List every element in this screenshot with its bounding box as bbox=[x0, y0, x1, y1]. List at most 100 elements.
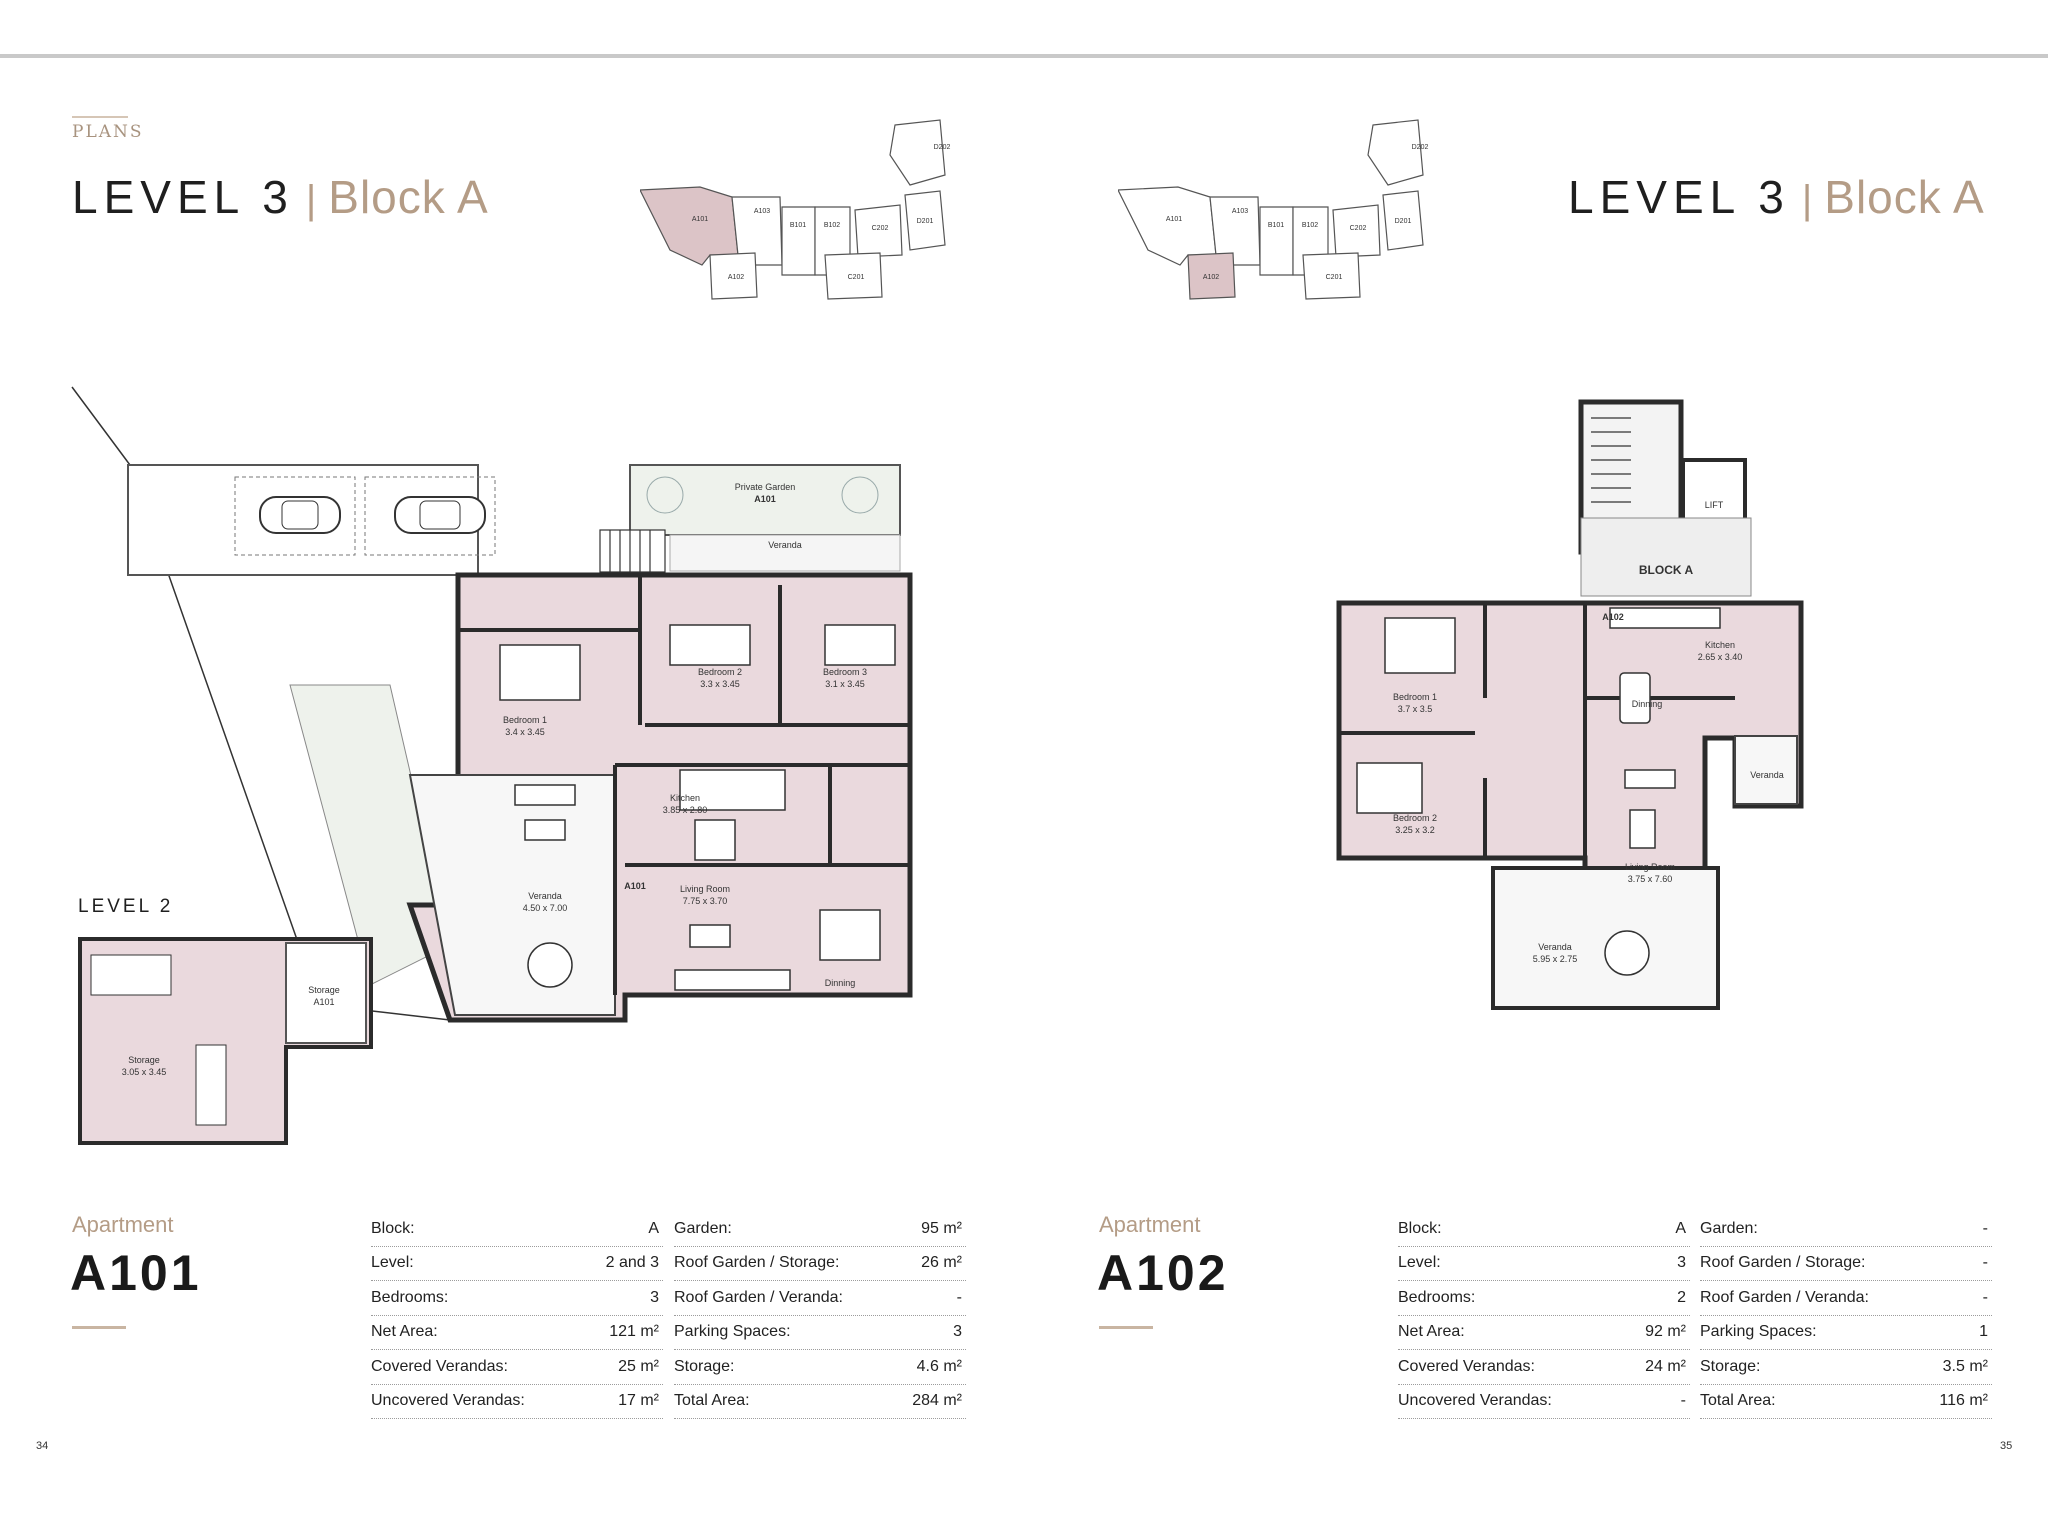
page-number: 35 bbox=[2000, 1440, 2013, 1452]
room-label: Kitchen bbox=[1705, 640, 1735, 650]
private-garden bbox=[629, 464, 901, 536]
room-dimension: 3.4 x 3.45 bbox=[505, 727, 545, 737]
spec-value: 121 m² bbox=[609, 1323, 659, 1341]
round-table-icon bbox=[527, 942, 573, 988]
spec-value: A bbox=[648, 1220, 659, 1237]
room-dimension: 3.85 x 2.80 bbox=[663, 805, 708, 815]
apartment-id: A101 bbox=[70, 1245, 202, 1301]
room-label: A101 bbox=[313, 997, 334, 1007]
room-label: A101 bbox=[754, 494, 776, 504]
interior-walls bbox=[458, 575, 910, 995]
lobby bbox=[1580, 517, 1752, 597]
spec-value: 24 m² bbox=[1645, 1357, 1686, 1375]
spec-key: Total Area: bbox=[1700, 1392, 1776, 1409]
room-dimension: 3.3 x 3.45 bbox=[700, 679, 740, 689]
spec-row: Roof Garden / Storage:26 m² bbox=[674, 1246, 966, 1282]
spec-value: 26 m² bbox=[921, 1254, 962, 1272]
sofa-icon bbox=[514, 784, 576, 806]
spec-key: Garden: bbox=[1700, 1220, 1758, 1237]
block-text: Block A bbox=[328, 171, 489, 223]
spec-row: Roof Garden / Storage: - bbox=[1700, 1246, 1992, 1282]
section-rule bbox=[72, 116, 128, 118]
bed-icon bbox=[669, 624, 751, 666]
kitchen-table bbox=[694, 819, 736, 861]
keyplan-label: C201 bbox=[1326, 274, 1343, 281]
keyplan-label: C201 bbox=[848, 274, 865, 281]
keyplan-label: D201 bbox=[1395, 218, 1412, 225]
spec-value: 2 and 3 bbox=[605, 1254, 659, 1272]
tree-icon bbox=[841, 476, 879, 514]
spec-row: Level:2 and 3 bbox=[371, 1246, 663, 1282]
spec-value: 17 m² bbox=[618, 1392, 659, 1409]
block-label: BLOCK A bbox=[1639, 563, 1694, 577]
title-separator: | bbox=[305, 178, 317, 222]
level-text: LEVEL 3 bbox=[72, 171, 294, 223]
coffee-table-icon bbox=[1629, 809, 1656, 849]
room-label: Bedroom 2 bbox=[698, 667, 742, 677]
stairs-icon bbox=[1591, 417, 1631, 503]
room-dimension: 2.65 x 3.40 bbox=[1698, 652, 1743, 662]
keyplan-label: B101 bbox=[1268, 222, 1284, 229]
spec-row: Covered Verandas: 25 m² bbox=[371, 1350, 663, 1385]
keyplan-unit-c202 bbox=[854, 204, 903, 258]
spec-row: Roof Garden / Veranda:- bbox=[674, 1281, 966, 1316]
room-label: Veranda bbox=[768, 540, 802, 550]
spec-key: Roof Garden / Storage: bbox=[1700, 1254, 1866, 1272]
title-separator: | bbox=[1801, 178, 1813, 222]
spec-row: Net Area:121 m² bbox=[371, 1315, 663, 1351]
spec-value: 1 bbox=[1979, 1323, 1988, 1341]
spec-key: Bedrooms: bbox=[1398, 1288, 1476, 1306]
floor-plan-a102: LIFT BLOCK A A102 Kitchen 2.65 x 3.40 Be… bbox=[1336, 399, 1804, 1010]
spec-row: Total Area:116 m² bbox=[1700, 1384, 1992, 1419]
room-label: Veranda bbox=[1750, 770, 1784, 780]
table-icon bbox=[524, 819, 566, 841]
tree-icon bbox=[646, 476, 684, 514]
apartment-rule bbox=[1099, 1326, 1153, 1329]
stairs-icon bbox=[90, 954, 172, 996]
room-label: LIFT bbox=[1705, 500, 1724, 510]
apartment-label: Apartment bbox=[1099, 1212, 1201, 1237]
keyplan-unit-d202 bbox=[889, 119, 946, 186]
spec-row: Garden: 95 m² bbox=[674, 1212, 966, 1247]
spec-row: Uncovered Verandas:17 m² bbox=[371, 1384, 663, 1419]
spec-key: Covered Verandas: bbox=[371, 1357, 508, 1375]
room-label: Living Room bbox=[680, 884, 730, 894]
key-plan-right: A101 A103 B101 B102 C202 D201 D202 A102 … bbox=[1118, 119, 1428, 300]
keyplan-unit-b101 bbox=[781, 206, 816, 276]
stairs-icon bbox=[599, 529, 666, 573]
spec-row: Total Area:284 m² bbox=[674, 1384, 966, 1419]
spec-value: 95 m² bbox=[921, 1220, 962, 1237]
spec-value: 25 m² bbox=[618, 1357, 659, 1375]
top-rule bbox=[0, 54, 2048, 58]
veranda-area bbox=[1491, 866, 1720, 1010]
spec-key: Parking Spaces: bbox=[674, 1323, 791, 1341]
keyplan-unit-a101 bbox=[1118, 186, 1217, 266]
bed-icon bbox=[1384, 617, 1456, 674]
spec-value: 2 bbox=[1677, 1288, 1686, 1306]
entry-tag: A101 bbox=[624, 881, 646, 891]
spec-value: - bbox=[1982, 1220, 1988, 1237]
room-label: Bedroom 1 bbox=[503, 715, 547, 725]
bed-icon bbox=[824, 624, 896, 666]
keyplan-unit-d202 bbox=[1367, 119, 1424, 186]
spec-value: 3 bbox=[650, 1288, 659, 1306]
floor-plan-a101: Private Garden A101 Veranda Bedroom 1 3.… bbox=[71, 386, 913, 1023]
spec-row: Bedrooms: 2 bbox=[1398, 1281, 1690, 1316]
spec-key: Roof Garden / Veranda: bbox=[1700, 1288, 1869, 1306]
floor-plan-level2: Storage A101 Storage 3.05 x 3.45 bbox=[78, 937, 373, 1145]
keyplan-unit-c201 bbox=[1302, 252, 1361, 300]
keyplan-label: D202 bbox=[934, 144, 951, 151]
spec-row: Block:A bbox=[1398, 1212, 1690, 1247]
spec-key: Total Area: bbox=[674, 1392, 750, 1409]
spec-row: Covered Verandas:24 m² bbox=[1398, 1350, 1690, 1385]
room-dimension: 3.25 x 3.2 bbox=[1395, 825, 1435, 835]
spec-key: Garden: bbox=[674, 1220, 732, 1237]
room-label: Kitchen bbox=[670, 793, 700, 803]
spec-value: - bbox=[1982, 1254, 1988, 1272]
spec-row: Bedrooms:3 bbox=[371, 1281, 663, 1316]
keyplan-label: A101 bbox=[692, 216, 708, 223]
keyplan-label: A101 bbox=[1166, 216, 1182, 223]
room-label: Storage bbox=[308, 985, 340, 995]
room-label: Veranda bbox=[1538, 942, 1572, 952]
section-label: PLANS bbox=[72, 122, 144, 142]
